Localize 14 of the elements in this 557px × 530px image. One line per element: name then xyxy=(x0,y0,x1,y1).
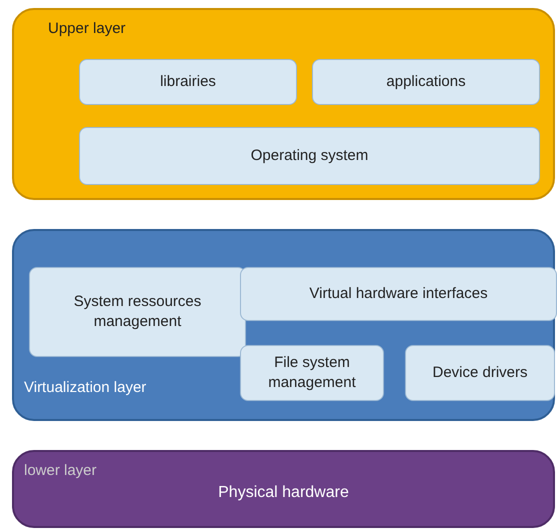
component-box: Virtual hardware interfaces xyxy=(240,267,557,321)
layer-title: lower layer xyxy=(24,462,97,479)
component-box: File system management xyxy=(240,345,384,401)
layer-content-label: Physical hardware xyxy=(218,484,349,502)
layer-panel xyxy=(12,8,555,200)
component-box: Device drivers xyxy=(405,345,555,401)
layer-title: Virtualization layer xyxy=(24,379,146,396)
component-box: librairies xyxy=(79,59,297,105)
layer-title: Upper layer xyxy=(48,20,126,37)
component-box: Operating system xyxy=(79,127,540,185)
layer-panel xyxy=(12,450,555,528)
component-box: applications xyxy=(312,59,540,105)
layer-panel xyxy=(12,229,555,421)
component-box: System ressources management xyxy=(29,267,246,357)
